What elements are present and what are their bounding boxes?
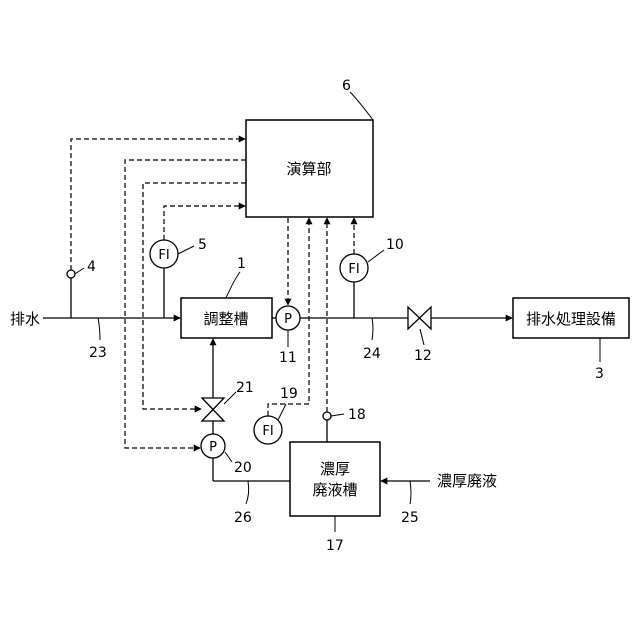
leader-5 [178,246,194,254]
ref-5: 5 [198,237,207,253]
sensor4-icon [67,270,75,278]
leader-18 [331,414,344,416]
conc-tank-box [290,442,380,516]
conc-tank-label-line1: 濃厚 [320,460,350,478]
pump20-label: P [209,440,217,455]
valve21-icon [202,398,224,421]
sensor18-icon [323,412,331,420]
ref-25: 25 [401,510,419,526]
leader-10 [368,250,384,262]
ref-10: 10 [386,237,404,253]
fi10-label: FI [348,262,359,277]
ref-24: 24 [363,346,381,362]
signal-fi5 [164,206,245,240]
ref-6: 6 [342,78,351,94]
leader-1 [226,272,240,298]
ref-11: 11 [279,350,297,366]
signal-valve21 [143,183,246,409]
leader-4 [75,268,84,274]
leader-26 [246,481,249,504]
ref-3: 3 [595,366,604,382]
calc-unit-label: 演算部 [286,160,331,178]
leader-19 [278,404,286,420]
conc-tank-label-line2: 廃液槽 [312,481,357,499]
conc-waste-label: 濃厚廃液 [437,472,497,490]
leader-25 [410,481,411,504]
ref-19: 19 [280,386,298,402]
leader-21 [224,392,236,404]
pump11-label: P [284,312,292,327]
leader-24 [372,318,373,340]
ref-18: 18 [348,407,366,423]
ref-12: 12 [414,348,432,364]
leader-23 [98,318,100,340]
ref-20: 20 [234,460,252,476]
ref-17: 17 [326,538,344,554]
ref-26: 26 [234,510,252,526]
fi19-label: FI [262,424,273,439]
ref-23: 23 [89,345,107,361]
fi5-label: FI [158,248,169,263]
ref-21: 21 [236,380,254,396]
leader-20 [225,452,232,462]
treatment-label: 排水処理設備 [526,310,616,328]
wastewater-label: 排水 [10,310,40,328]
leader-6 [350,92,373,120]
leader-12 [420,329,424,345]
ref-1: 1 [237,256,246,272]
ref-4: 4 [87,259,96,275]
adjust-tank-label: 調整槽 [203,310,248,328]
valve12-icon [408,307,431,329]
